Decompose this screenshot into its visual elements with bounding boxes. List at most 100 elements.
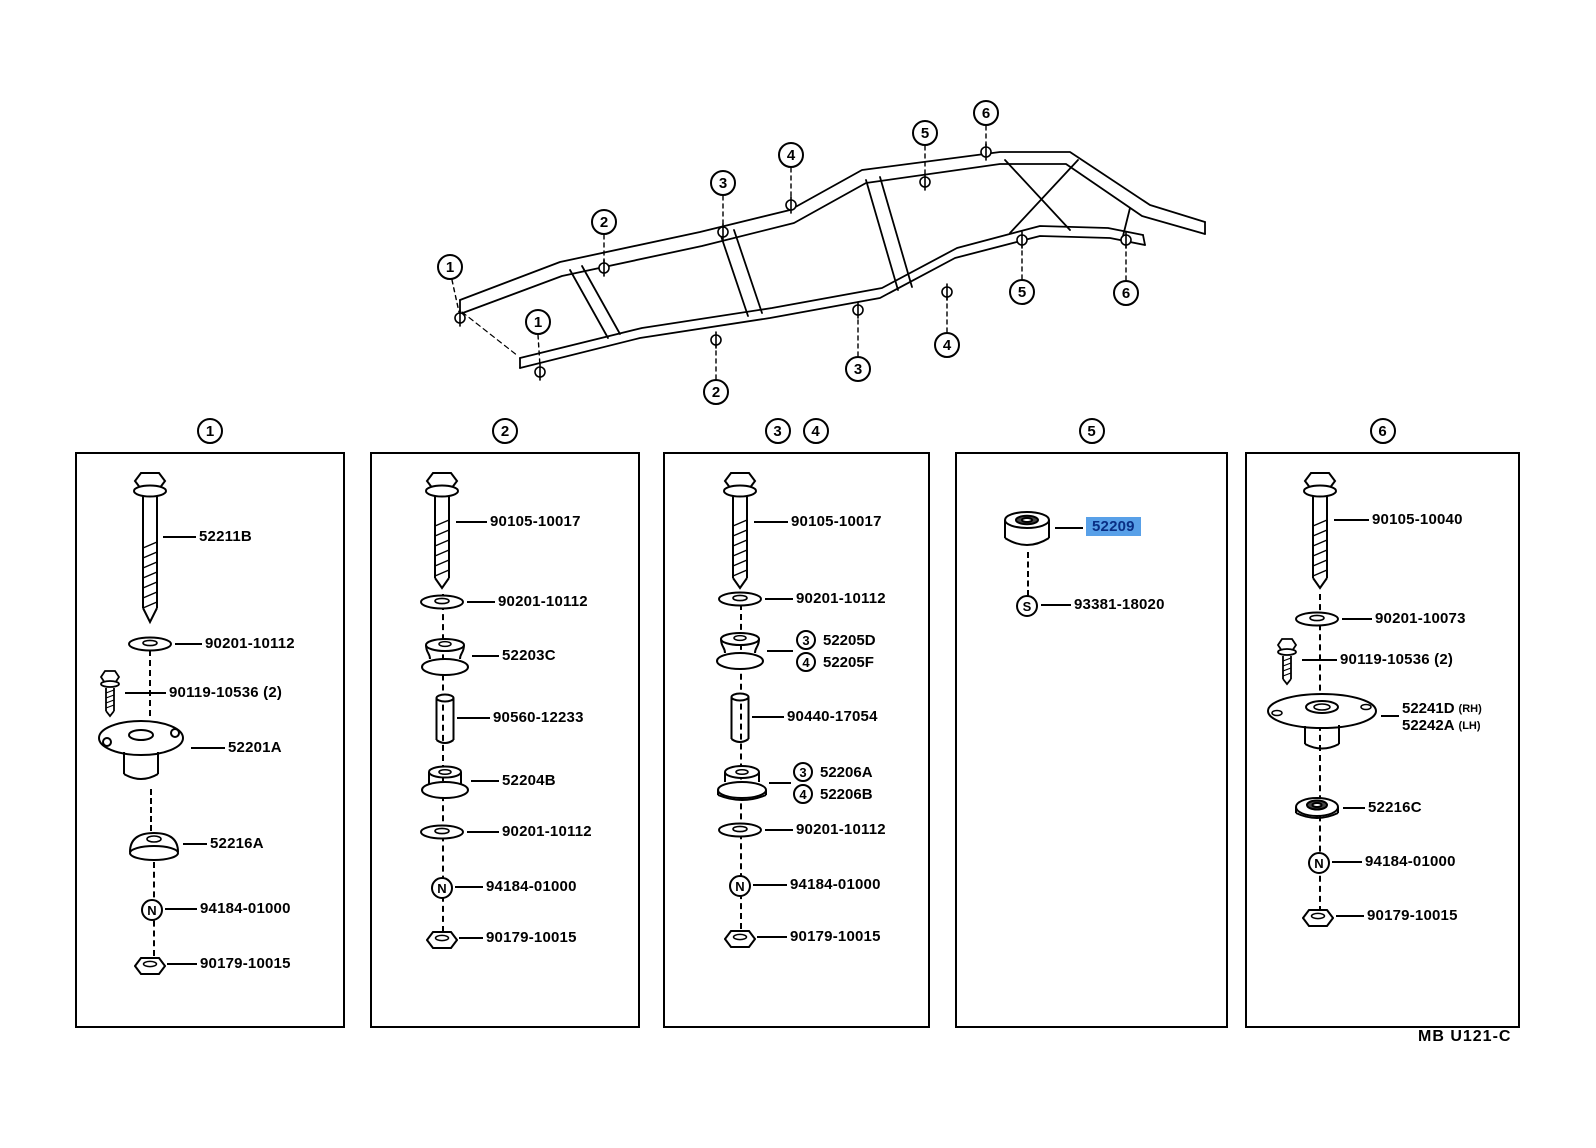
callout-4-badge: 4: [796, 652, 816, 672]
leader-line: [1302, 659, 1337, 661]
part-number-label[interactable]: 90105-10040: [1372, 511, 1463, 528]
assembly-axis-line: [150, 789, 152, 831]
part-number-label[interactable]: 94184-01000: [790, 876, 881, 893]
panel-group-5: 5 52209 S 93381-18020: [955, 418, 1228, 1028]
part-number-row[interactable]: 52241D (RH): [1402, 700, 1482, 717]
leader-line: [753, 884, 787, 886]
part-number-label[interactable]: 90440-17054: [787, 708, 878, 725]
frame-callout-4-a[interactable]: 4: [778, 142, 804, 168]
frame-callout-3-b[interactable]: 3: [845, 356, 871, 382]
part-number-label[interactable]: 90201-10073: [1375, 610, 1466, 627]
part-number-label[interactable]: 90560-12233: [493, 709, 584, 726]
leader-line: [165, 908, 197, 910]
panel-2-number: 2: [492, 418, 518, 444]
part-number-label[interactable]: 52242A: [1402, 717, 1455, 734]
assembly-axis-line: [1027, 552, 1029, 596]
flange-bolt-icon: [425, 472, 459, 589]
part-number-label[interactable]: 52241D: [1402, 700, 1455, 717]
leader-line: [456, 521, 487, 523]
frame-callout-1-a[interactable]: 1: [437, 254, 463, 280]
panel-4-number: 4: [802, 418, 829, 444]
spacer-tube-icon: [730, 692, 750, 743]
part-number-row[interactable]: 3 52206A: [793, 762, 873, 782]
panel-3-4-header: 3 4: [764, 418, 829, 444]
leader-line: [472, 655, 499, 657]
part-number-row[interactable]: 4 52205F: [796, 652, 874, 672]
frame-callout-2-b[interactable]: 2: [703, 379, 729, 405]
part-number-label[interactable]: 52205F: [823, 653, 874, 671]
nut-symbol-icon: N: [431, 877, 453, 899]
frame-illustration: [451, 125, 1206, 381]
washer-icon: [420, 594, 464, 610]
hex-nut-icon: [134, 957, 166, 975]
leader-line: [765, 829, 793, 831]
frame-callout-6-a[interactable]: 6: [973, 100, 999, 126]
bushing-cushion-icon: [1004, 511, 1050, 546]
part-number-label[interactable]: 90201-10112: [205, 635, 295, 652]
cab-cushion-icon: [717, 765, 767, 801]
frame-callout-5-b[interactable]: 5: [1009, 279, 1035, 305]
flange-bolt-icon: [1303, 472, 1337, 589]
part-number-label[interactable]: 94184-01000: [1365, 853, 1456, 870]
highlighted-part-number[interactable]: 52209: [1086, 517, 1141, 536]
assembly-axis-line: [1319, 594, 1321, 912]
frame-callout-6-b[interactable]: 6: [1113, 280, 1139, 306]
part-number-row[interactable]: 4 52206B: [793, 784, 873, 804]
panel-5-header: 5: [1078, 418, 1105, 444]
panel-2-header: 2: [492, 418, 518, 444]
part-number-row[interactable]: 3 52205D: [796, 630, 876, 650]
part-number-label[interactable]: 90201-10112: [796, 590, 886, 607]
part-number-label[interactable]: 52203C: [502, 647, 556, 664]
part-number-label[interactable]: 94184-01000: [200, 900, 291, 917]
part-number-label[interactable]: 90179-10015: [486, 929, 577, 946]
part-number-label[interactable]: 52216A: [210, 835, 264, 852]
part-number-label[interactable]: 90105-10017: [490, 513, 581, 530]
panel-1-number: 1: [197, 418, 223, 444]
part-number-label-highlighted[interactable]: 52209: [1086, 517, 1141, 536]
part-number-label[interactable]: 52206B: [820, 785, 873, 803]
dome-cushion-icon: [129, 832, 179, 861]
part-number-label[interactable]: 90201-10112: [498, 593, 588, 610]
part-number-label[interactable]: 52216C: [1368, 799, 1422, 816]
leader-line: [175, 643, 202, 645]
leader-line: [191, 747, 225, 749]
side-note: (LH): [1458, 719, 1481, 732]
panel-6-header: 6: [1369, 418, 1396, 444]
part-number-row[interactable]: 52242A (LH): [1402, 717, 1481, 734]
leader-line: [765, 598, 793, 600]
part-number-label[interactable]: 90179-10015: [200, 955, 291, 972]
part-number-label[interactable]: 90119-10536 (2): [169, 684, 283, 701]
leader-line: [163, 536, 196, 538]
washer-icon: [420, 824, 464, 840]
frame-callout-5-a[interactable]: 5: [912, 120, 938, 146]
mount-plate-icon: [1267, 693, 1377, 750]
panel-group-6: 6 90105-10040 90201-10073 90119-10536 (2…: [1245, 418, 1520, 1028]
part-number-label[interactable]: 52205D: [823, 631, 876, 649]
part-number-label[interactable]: 52201A: [228, 739, 282, 756]
spacer-tube-icon: [435, 693, 455, 744]
frame-callout-3-a[interactable]: 3: [710, 170, 736, 196]
part-number-label[interactable]: 52204B: [502, 772, 556, 789]
part-number-label[interactable]: 52211B: [199, 528, 252, 545]
leader-line: [1343, 807, 1365, 809]
leader-line: [471, 780, 499, 782]
part-number-label[interactable]: 93381-18020: [1074, 596, 1165, 613]
leader-line: [754, 521, 788, 523]
leader-line: [467, 601, 495, 603]
callout-4-badge: 4: [793, 784, 813, 804]
part-number-label[interactable]: 94184-01000: [486, 878, 577, 895]
panel-3-number: 3: [764, 418, 791, 444]
part-number-label[interactable]: 90201-10112: [796, 821, 886, 838]
frame-callout-1-b[interactable]: 1: [525, 309, 551, 335]
leader-line: [1342, 618, 1372, 620]
part-number-label[interactable]: 52206A: [820, 763, 873, 781]
part-number-label[interactable]: 90201-10112: [502, 823, 592, 840]
frame-callout-2-a[interactable]: 2: [591, 209, 617, 235]
part-number-label[interactable]: 90179-10015: [1367, 907, 1458, 924]
part-number-label[interactable]: 90119-10536 (2): [1340, 651, 1454, 668]
callout-3-badge: 3: [793, 762, 813, 782]
part-number-label[interactable]: 90179-10015: [790, 928, 881, 945]
part-number-label[interactable]: 90105-10017: [791, 513, 882, 530]
washer-icon: [718, 822, 762, 838]
frame-callout-4-b[interactable]: 4: [934, 332, 960, 358]
